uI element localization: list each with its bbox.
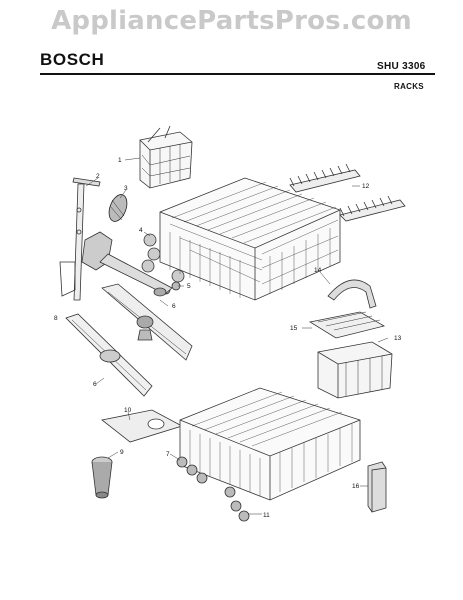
brand-logo: BOSCH <box>40 50 105 69</box>
callout-1: 1 <box>118 157 122 164</box>
section-title: RACKS <box>394 82 424 91</box>
part-tine-rows[interactable] <box>289 163 406 222</box>
watermark: AppliancePartsPros.com <box>51 6 412 36</box>
model-number: SHU 3306 <box>377 61 426 72</box>
callout-11: 11 <box>263 512 270 519</box>
callout-14: 14 <box>314 267 322 274</box>
callout-2: 2 <box>96 173 100 180</box>
part-upper-rack[interactable] <box>159 177 341 301</box>
part-lower-rack-wheels[interactable] <box>176 456 208 484</box>
part-sump-plate[interactable] <box>101 409 184 443</box>
callout-12: 12 <box>362 183 370 190</box>
callout-15: 15 <box>290 325 298 332</box>
callout-16: 16 <box>352 483 360 490</box>
part-cutlery-basket[interactable] <box>317 341 393 399</box>
callout-labels: 1 2 3 4 5 6 6 7 8 9 10 11 12 13 14 15 16 <box>54 157 402 519</box>
callout-7: 7 <box>166 451 170 458</box>
callout-6b: 6 <box>93 381 97 388</box>
part-cutlery-basket-top[interactable] <box>139 125 193 189</box>
callout-9: 9 <box>120 449 124 456</box>
part-filter[interactable] <box>91 456 113 499</box>
callout-6a: 6 <box>172 303 176 310</box>
part-rack-clip[interactable] <box>106 192 131 224</box>
leader-lines <box>85 157 389 515</box>
callout-4: 4 <box>139 227 143 234</box>
header-rule <box>40 73 435 75</box>
part-bottle-holder[interactable] <box>367 461 387 513</box>
callout-5: 5 <box>187 283 191 290</box>
callout-10: 10 <box>124 407 132 414</box>
part-upper-spray-arm-mount[interactable] <box>81 231 173 297</box>
callout-13: 13 <box>394 335 402 342</box>
part-basket-lid[interactable] <box>308 311 386 339</box>
callout-8: 8 <box>54 315 58 322</box>
part-spray-tube[interactable] <box>59 177 101 301</box>
part-lower-spray-arm[interactable] <box>101 283 193 361</box>
callout-3: 3 <box>124 185 128 192</box>
part-bottom-rollers[interactable] <box>224 486 250 522</box>
part-bottom-spray-arm[interactable] <box>65 313 153 397</box>
part-lower-rack[interactable] <box>179 387 361 501</box>
part-rack-handle[interactable] <box>327 279 377 309</box>
